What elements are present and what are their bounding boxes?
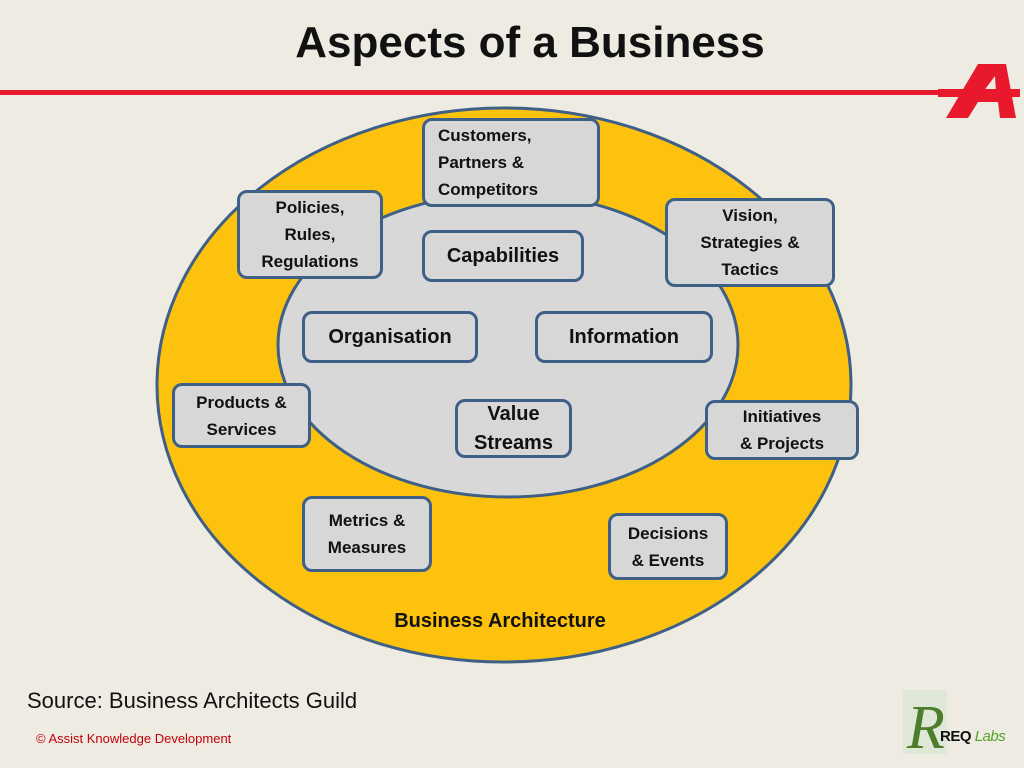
req-wordmark-labs: Labs	[974, 728, 1006, 745]
brand-a-logo-icon	[938, 64, 1020, 118]
copyright-notice: © Assist Knowledge Development	[36, 731, 232, 746]
capabilities-box: Capabilities	[422, 230, 584, 282]
vision-strategies-tactics-box: Vision, Strategies & Tactics	[665, 198, 835, 287]
business-architecture-label: Business Architecture	[394, 610, 606, 632]
source-citation: Source: Business Architects Guild	[27, 688, 358, 713]
metrics-measures-box: Metrics & Measures	[302, 496, 432, 572]
value-streams-box: Value Streams	[455, 399, 572, 458]
initiatives-projects-box: Initiatives & Projects	[705, 400, 859, 460]
title-underline	[0, 90, 985, 95]
information-box: Information	[535, 311, 713, 363]
decisions-events-box: Decisions & Events	[608, 513, 728, 580]
customers-partners-competitors-box: Customers, Partners & Competitors	[422, 118, 600, 207]
req-labs-wordmark: REQ Labs	[940, 728, 1006, 745]
req-wordmark-req: REQ	[940, 728, 972, 745]
organisation-box: Organisation	[302, 311, 478, 363]
slide-title: Aspects of a Business	[295, 18, 765, 67]
svg-text:R: R	[906, 694, 945, 754]
products-services-box: Products & Services	[172, 383, 311, 448]
req-labs-logo-icon: R	[903, 690, 947, 754]
policies-rules-regulations-box: Policies, Rules, Regulations	[237, 190, 383, 279]
